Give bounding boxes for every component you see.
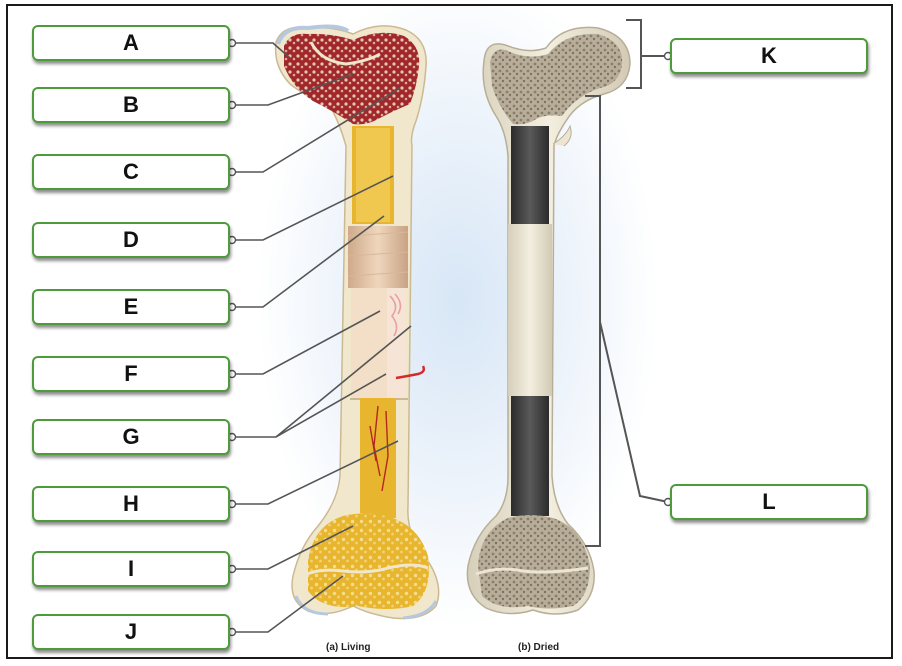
label-j: J — [125, 619, 137, 645]
label-box-c[interactable]: C — [32, 154, 230, 190]
diagram-frame: A B C D E F G H I J K L (a) Living (b) D… — [6, 4, 893, 659]
label-a: A — [123, 30, 139, 56]
label-l: L — [762, 489, 775, 515]
label-box-h[interactable]: H — [32, 486, 230, 522]
label-box-k[interactable]: K — [670, 38, 868, 74]
label-box-g[interactable]: G — [32, 419, 230, 455]
label-box-i[interactable]: I — [32, 551, 230, 587]
label-b: B — [123, 92, 139, 118]
label-box-f[interactable]: F — [32, 356, 230, 392]
label-i: I — [128, 556, 134, 582]
label-box-j[interactable]: J — [32, 614, 230, 650]
caption-dried: (b) Dried — [518, 642, 559, 653]
label-h: H — [123, 491, 139, 517]
label-box-d[interactable]: D — [32, 222, 230, 258]
label-k: K — [761, 43, 777, 69]
label-box-b[interactable]: B — [32, 87, 230, 123]
label-box-l[interactable]: L — [670, 484, 868, 520]
label-g: G — [122, 424, 139, 450]
label-e: E — [124, 294, 139, 320]
label-d: D — [123, 227, 139, 253]
label-c: C — [123, 159, 139, 185]
label-box-e[interactable]: E — [32, 289, 230, 325]
caption-living: (a) Living — [326, 642, 370, 653]
label-box-a[interactable]: A — [32, 25, 230, 61]
label-f: F — [124, 361, 137, 387]
